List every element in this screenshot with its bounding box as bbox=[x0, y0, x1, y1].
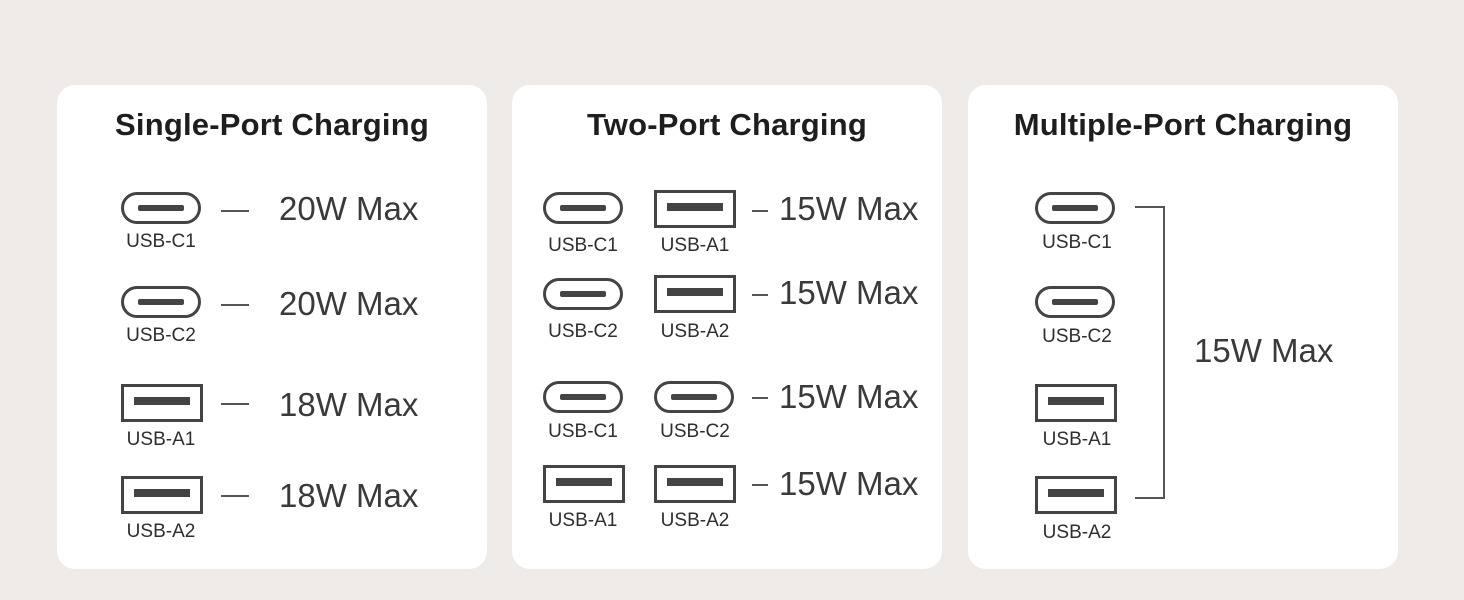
usb-a-port-icon bbox=[543, 465, 625, 503]
wattage-label: 15W Max bbox=[779, 274, 919, 311]
connector-dash bbox=[221, 304, 249, 306]
wattage-label: 20W Max bbox=[279, 190, 419, 227]
usb-c-port-icon bbox=[121, 192, 201, 224]
port-label: USB-A2 bbox=[126, 521, 196, 542]
usb-a-port-icon bbox=[1035, 476, 1117, 514]
usb-a-port-icon bbox=[121, 476, 203, 514]
panel-title: Multiple-Port Charging bbox=[1013, 107, 1353, 142]
usb-a-port-icon bbox=[654, 465, 736, 503]
connector-dash bbox=[752, 210, 768, 212]
usb-c-port-icon bbox=[543, 381, 623, 413]
usb-a-port-icon bbox=[654, 275, 736, 313]
port-label: USB-C1 bbox=[548, 235, 618, 256]
connector-dash bbox=[752, 484, 768, 486]
port-label: USB-A2 bbox=[1042, 522, 1112, 543]
port-label: USB-C2 bbox=[1042, 326, 1112, 347]
usb-c-port-icon bbox=[1035, 286, 1115, 318]
wattage-label: 18W Max bbox=[279, 386, 419, 423]
port-label: USB-C2 bbox=[548, 321, 618, 342]
single-port-panel: Single-Port Charging USB-C1 20W Max USB-… bbox=[57, 85, 487, 569]
usb-c-port-icon bbox=[121, 286, 201, 318]
usb-a-port-icon bbox=[1035, 384, 1117, 422]
multiple-port-panel: Multiple-Port Charging USB-C1 USB-C2 USB… bbox=[968, 85, 1398, 569]
panel-title: Single-Port Charging bbox=[115, 107, 429, 142]
connector-dash bbox=[221, 210, 249, 212]
grouping-bracket bbox=[1135, 206, 1165, 499]
port-label: USB-C2 bbox=[126, 325, 196, 346]
port-label: USB-A2 bbox=[660, 510, 730, 531]
usb-c-port-icon bbox=[543, 192, 623, 224]
port-label: USB-A1 bbox=[1042, 429, 1112, 450]
connector-dash bbox=[752, 294, 768, 296]
wattage-label: 15W Max bbox=[779, 190, 919, 227]
port-label: USB-A1 bbox=[126, 429, 196, 450]
panel-title: Two-Port Charging bbox=[586, 107, 868, 142]
port-label: USB-C1 bbox=[1042, 232, 1112, 253]
connector-dash bbox=[752, 397, 768, 399]
connector-dash bbox=[221, 403, 249, 405]
port-label: USB-C2 bbox=[660, 421, 730, 442]
wattage-label: 15W Max bbox=[1194, 332, 1334, 369]
connector-dash bbox=[221, 495, 249, 497]
port-label: USB-C1 bbox=[548, 421, 618, 442]
wattage-label: 18W Max bbox=[279, 477, 419, 514]
usb-c-port-icon bbox=[543, 278, 623, 310]
port-label: USB-A2 bbox=[660, 321, 730, 342]
two-port-panel: Two-Port Charging USB-C1 USB-A1 15W Max … bbox=[512, 85, 942, 569]
usb-c-port-icon bbox=[654, 381, 734, 413]
usb-a-port-icon bbox=[654, 190, 736, 228]
usb-c-port-icon bbox=[1035, 192, 1115, 224]
wattage-label: 20W Max bbox=[279, 285, 419, 322]
port-label: USB-A1 bbox=[660, 235, 730, 256]
wattage-label: 15W Max bbox=[779, 378, 919, 415]
port-label: USB-A1 bbox=[548, 510, 618, 531]
usb-a-port-icon bbox=[121, 384, 203, 422]
port-label: USB-C1 bbox=[126, 231, 196, 252]
wattage-label: 15W Max bbox=[779, 465, 919, 502]
